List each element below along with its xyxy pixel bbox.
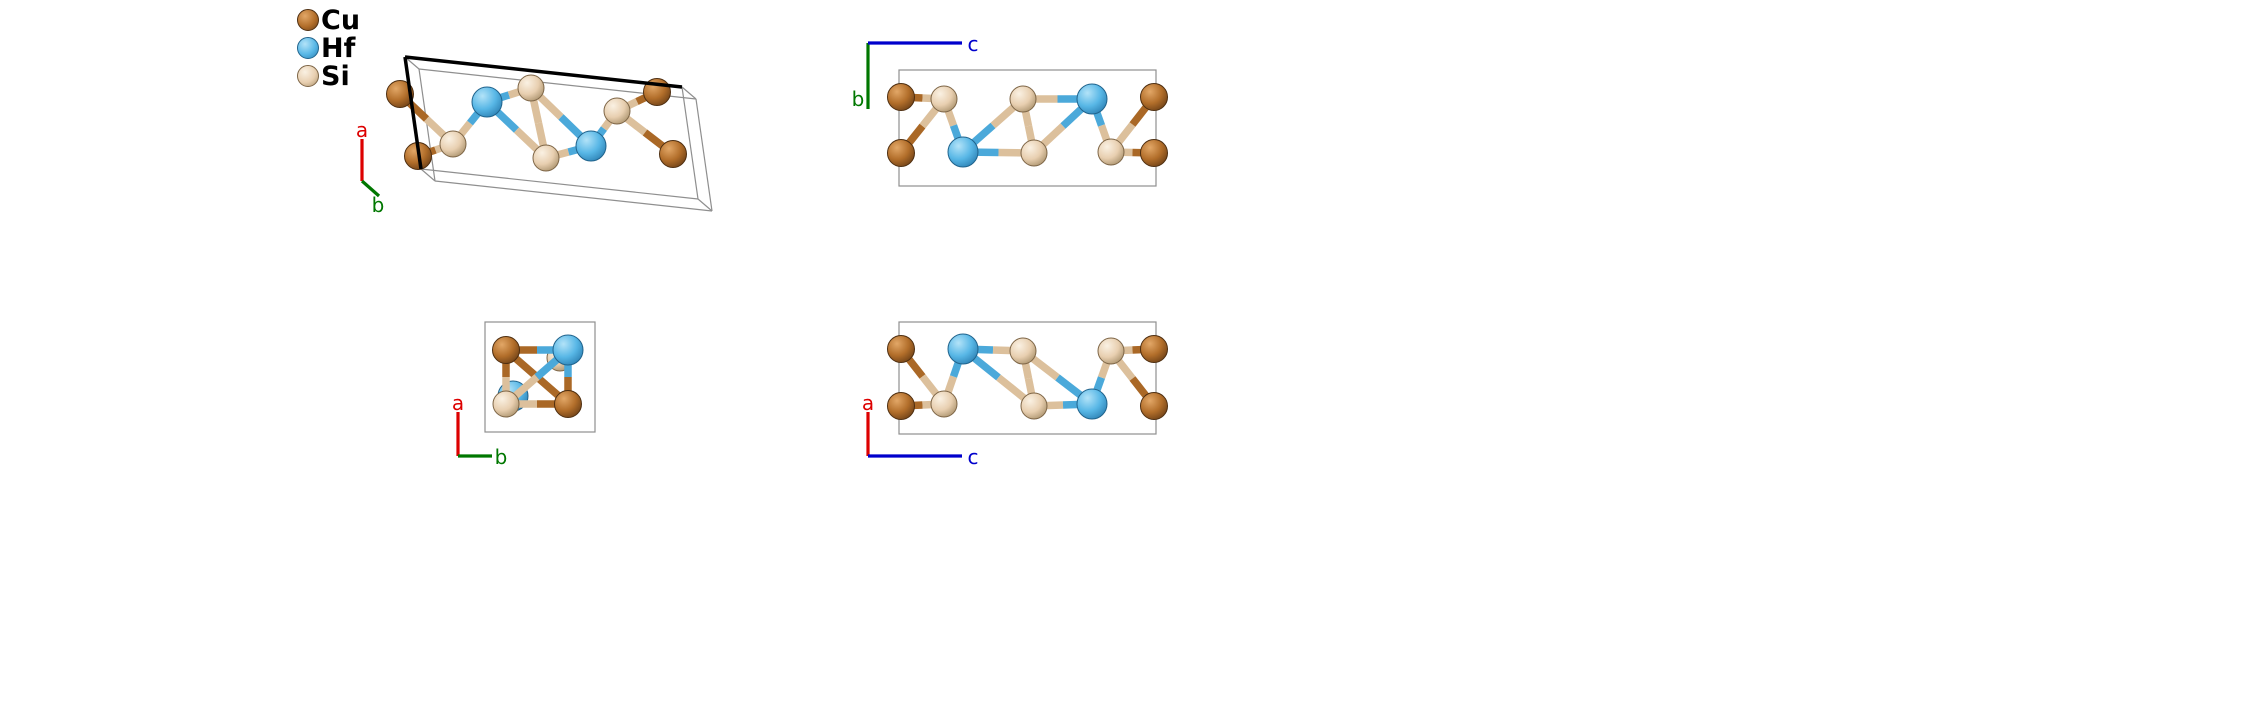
axis-a-label: a — [452, 391, 464, 415]
unit-cell-edge — [420, 168, 436, 182]
atom-Si — [1020, 392, 1048, 420]
atom-Cu — [386, 80, 414, 108]
legend-label-hf: Hf — [321, 32, 356, 64]
axis-a-label: a — [356, 118, 368, 142]
legend-item-hf: Hf — [297, 34, 360, 62]
unit-cell-edge — [695, 98, 713, 212]
atom-Cu — [1140, 139, 1168, 167]
unit-cell-edge — [420, 168, 699, 200]
atom-Si — [1097, 337, 1125, 365]
atom-Cu — [492, 336, 520, 364]
atom-Si — [1009, 85, 1037, 113]
si-sphere-icon — [297, 65, 319, 87]
panel-projection-ac: ac — [862, 321, 1168, 469]
element-legend: Cu Hf Si — [297, 6, 360, 90]
atom-Si — [517, 74, 545, 102]
atom-Hf — [1076, 388, 1108, 420]
axis-c-label: c — [968, 445, 979, 469]
atom-Si — [439, 130, 467, 158]
axis-c-label: c — [968, 32, 979, 56]
legend-label-si: Si — [321, 60, 350, 92]
atom-Cu — [887, 335, 915, 363]
atom-Si — [930, 85, 958, 113]
unit-cell-edge — [681, 86, 699, 200]
axis-b-label: b — [852, 87, 865, 111]
atom-Cu — [887, 139, 915, 167]
atom-Cu — [887, 392, 915, 420]
axis-b-label: b — [372, 193, 385, 217]
atom-Cu — [554, 390, 582, 418]
legend-label-cu: Cu — [321, 4, 361, 36]
axis-b-line — [360, 179, 381, 198]
panel-projection-bc: bc — [852, 32, 1168, 187]
unit-cell-edge — [681, 86, 697, 100]
atom-Cu — [659, 140, 687, 168]
atom-Si — [532, 144, 560, 172]
panel-perspective-3d-view: ab — [356, 55, 713, 217]
unit-cell-edge — [434, 180, 713, 212]
atom-Si — [1097, 138, 1125, 166]
cu-sphere-icon — [297, 9, 319, 31]
unit-cell-outline — [898, 321, 1157, 435]
panel-projection-ab: ab — [452, 321, 596, 469]
axis-b-label: b — [495, 445, 508, 469]
atom-Cu — [1140, 335, 1168, 363]
atom-Si — [930, 390, 958, 418]
atom-Hf — [947, 333, 979, 365]
hf-sphere-icon — [297, 37, 319, 59]
unit-cell-front-edge — [404, 55, 683, 89]
atom-Hf — [947, 136, 979, 168]
axis-a-label: a — [862, 391, 874, 415]
atom-Hf — [552, 334, 584, 366]
atom-Si — [492, 390, 520, 418]
legend-item-si: Si — [297, 62, 360, 90]
unit-cell-outline — [898, 69, 1157, 187]
atom-Si — [1020, 139, 1048, 167]
legend-item-cu: Cu — [297, 6, 360, 34]
unit-cell-edge — [697, 198, 713, 212]
unit-cell-edge — [418, 68, 436, 182]
atom-Cu — [1140, 83, 1168, 111]
atom-Si — [603, 97, 631, 125]
atom-Hf — [1076, 83, 1108, 115]
atom-Si — [1009, 337, 1037, 365]
atom-Hf — [471, 86, 503, 118]
atom-Hf — [575, 130, 607, 162]
unit-cell-outline — [484, 321, 596, 433]
atom-Cu — [887, 83, 915, 111]
unit-cell-front-edge — [403, 56, 423, 170]
atom-Cu — [1140, 392, 1168, 420]
